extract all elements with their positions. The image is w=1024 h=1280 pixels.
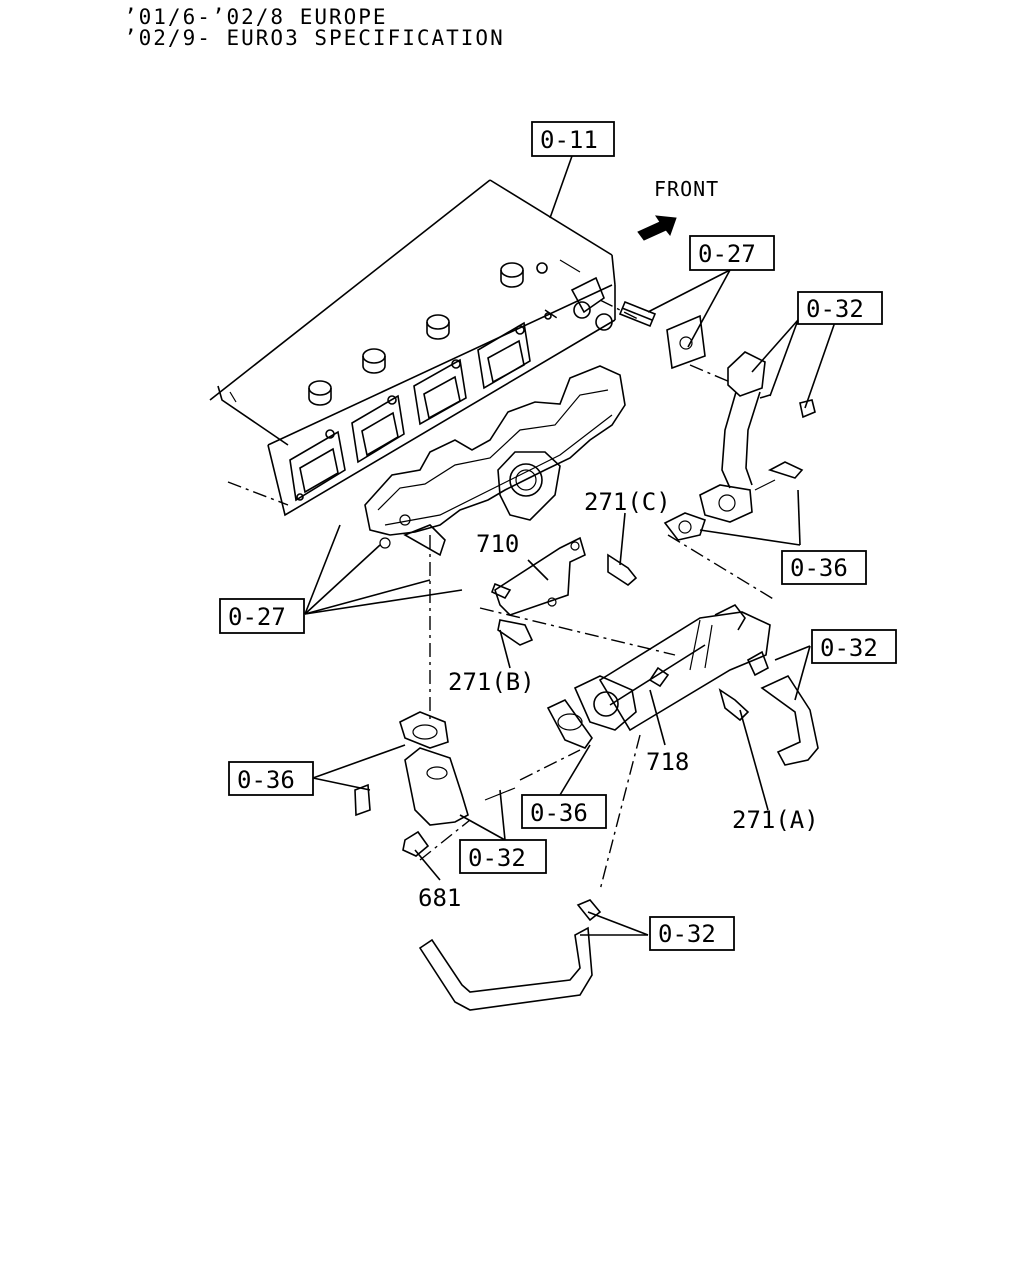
part-label-271c[interactable]: 271(C) <box>584 488 671 516</box>
svg-text:0-36: 0-36 <box>530 799 588 827</box>
callout-0-32-right[interactable]: 0-32 <box>811 629 897 664</box>
exhaust-manifold <box>364 365 626 557</box>
egr-adapter-lower <box>354 711 516 857</box>
part-label-271b[interactable]: 271(B) <box>448 668 535 696</box>
callout-0-36-right[interactable]: 0-36 <box>781 550 867 585</box>
svg-text:0-36: 0-36 <box>237 766 295 794</box>
water-hose-lower <box>418 899 602 1011</box>
callout-0-11[interactable]: 0-11 <box>531 121 615 157</box>
part-label-681[interactable]: 681 <box>418 884 461 912</box>
callout-0-36-left[interactable]: 0-36 <box>228 761 314 796</box>
callout-0-32-bottom[interactable]: 0-32 <box>649 916 735 951</box>
svg-text:0-32: 0-32 <box>806 295 864 323</box>
water-hose-right <box>760 674 819 766</box>
header-line-1: ’01/6-’02/8 EUROPE <box>124 5 388 29</box>
callout-leaders <box>304 155 836 936</box>
part-label-718[interactable]: 718 <box>646 748 689 776</box>
callout-0-27-top[interactable]: 0-27 <box>689 235 775 271</box>
part-label-710[interactable]: 710 <box>476 530 519 558</box>
arrow-icon <box>637 215 677 241</box>
svg-text:0-11: 0-11 <box>540 126 598 154</box>
egr-cooler <box>490 536 771 749</box>
callout-0-27-left[interactable]: 0-27 <box>219 598 305 634</box>
svg-text:0-32: 0-32 <box>658 920 716 948</box>
part-label-271a[interactable]: 271(A) <box>732 806 819 834</box>
svg-text:0-27: 0-27 <box>228 603 286 631</box>
svg-text:0-32: 0-32 <box>468 844 526 872</box>
svg-text:0-27: 0-27 <box>698 240 756 268</box>
leader-lines <box>227 299 776 891</box>
svg-text:0-32: 0-32 <box>820 634 878 662</box>
egr-pipe-upper <box>618 300 816 541</box>
callout-0-36-mid[interactable]: 0-36 <box>521 794 607 829</box>
callout-0-32-top[interactable]: 0-32 <box>797 291 883 325</box>
header-line-2: ’02/9- EURO3 SPECIFICATION <box>124 26 505 50</box>
cylinder-head <box>209 179 616 517</box>
callout-0-32-mid[interactable]: 0-32 <box>459 839 547 874</box>
svg-text:0-36: 0-36 <box>790 554 848 582</box>
front-label: FRONT <box>654 177 719 201</box>
